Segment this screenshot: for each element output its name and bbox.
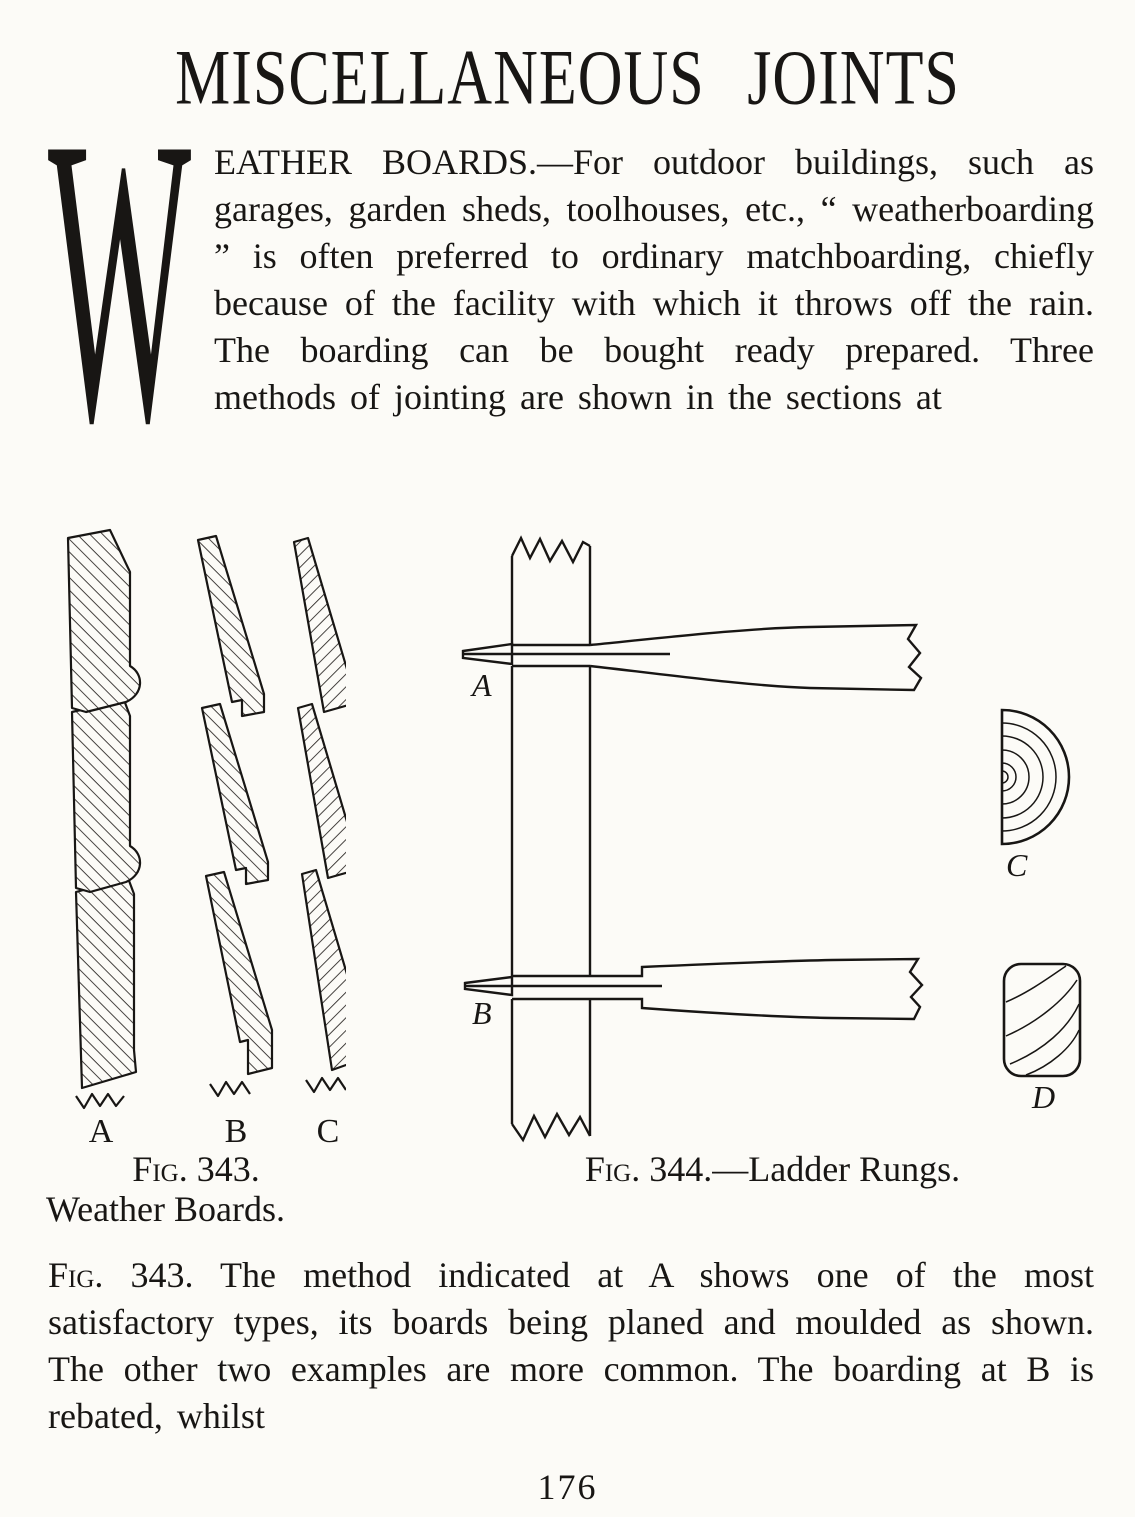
rung-section-halfround-c — [1000, 708, 1071, 846]
body-lead: Fig. 343. — [48, 1255, 194, 1295]
rung-b — [463, 957, 924, 1021]
dropcap-w: W — [48, 53, 192, 507]
ladder-stile — [510, 535, 592, 1143]
fig344-label-c: C — [1006, 847, 1028, 883]
weatherboard-section-a — [66, 528, 142, 1110]
fig343-caption-fig-text: Fig. 343. — [132, 1149, 260, 1189]
rung-a — [461, 623, 923, 692]
page-title: MISCELLANEOUS JOINTS — [0, 34, 1135, 121]
fig344-caption-rest-text: —Ladder Rungs. — [712, 1149, 961, 1189]
fig344-label-a: A — [470, 667, 492, 703]
page-title-text: MISCELLANEOUS JOINTS — [175, 35, 960, 121]
fig343-label-a: A — [89, 1113, 114, 1150]
fig344-caption-fig-text: Fig. 344. — [584, 1149, 713, 1189]
fig343-caption-number: Fig. 343. — [46, 1148, 346, 1190]
fig344-label-b: B — [472, 995, 492, 1031]
body-text: The method indicated at A shows one of t… — [48, 1255, 1094, 1436]
dropcap-box: W — [48, 75, 198, 485]
weatherboard-section-b — [196, 534, 274, 1098]
fig343-caption-title: Weather Boards. — [46, 1189, 286, 1229]
weatherboard-section-c — [292, 536, 346, 1094]
fig-344-drawing: A B C D — [461, 535, 1082, 1143]
fig343-label-b: B — [225, 1113, 248, 1150]
fig344-label-d: D — [1031, 1079, 1055, 1115]
intro-text: EATHER BOARDS.—For outdoor buildings, su… — [214, 142, 1094, 417]
body-paragraph: Fig. 343. The method indicated at A show… — [48, 1252, 1094, 1440]
page-number: 176 — [537, 1467, 598, 1507]
fig344-caption: Fig. 344.—Ladder Rungs. — [450, 1148, 1095, 1190]
rung-section-square-d — [1002, 962, 1082, 1078]
fig-343-drawing: A B C — [66, 528, 346, 1150]
fig343-label-c: C — [317, 1113, 340, 1150]
